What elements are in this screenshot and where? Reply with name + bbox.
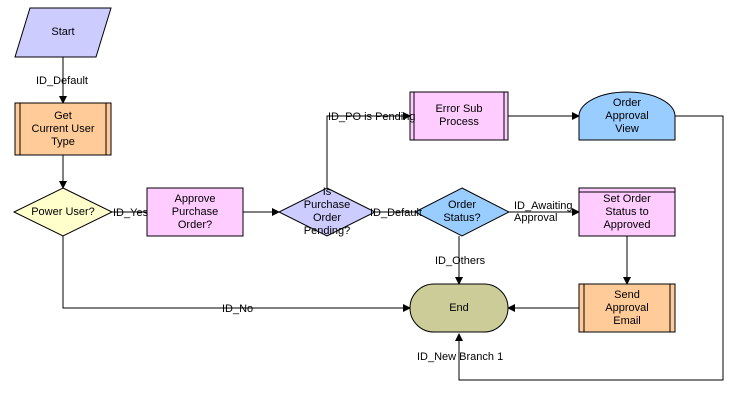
edge-pending-to-error xyxy=(326,112,411,188)
po-pending-decision[interactable] xyxy=(277,187,377,237)
order-view-node[interactable] xyxy=(578,91,676,141)
edge-label-id-others: ID_Others xyxy=(435,255,486,267)
edge-label-id-new-branch: ID_New Branch 1 xyxy=(417,351,504,363)
edge-view-to-end xyxy=(455,115,724,381)
order-status-decision[interactable] xyxy=(413,187,511,237)
start-node[interactable] xyxy=(14,7,112,58)
send-email-node[interactable] xyxy=(578,283,676,333)
edge-power-to-end xyxy=(62,236,411,312)
error-sub-label: Error Sub Process xyxy=(435,103,483,128)
edge-label-id-yes: ID_Yes xyxy=(113,207,149,219)
edge-label-id-no: ID_No xyxy=(222,303,254,315)
send-email-label: Send Approval Email xyxy=(605,288,649,327)
edge-label-id-awaiting: ID_Awaiting Approval xyxy=(514,200,573,224)
edge-label-id-po-pending: ID_PO is Pending xyxy=(328,111,416,123)
set-status-label: Set Order Status to Approved xyxy=(603,192,651,231)
set-status-node[interactable] xyxy=(578,187,676,237)
end-node[interactable] xyxy=(409,283,509,333)
get-user-type-label: Get Current User Type xyxy=(31,109,95,148)
order-status-label: Order Status? xyxy=(443,199,481,224)
get-user-type-node[interactable] xyxy=(14,102,112,156)
edge-label-id-default-2: ID_Default xyxy=(370,207,422,219)
order-view-label: Order Approval View xyxy=(605,96,649,135)
edge-label-id-default: ID_Default xyxy=(36,75,88,87)
po-pending-label: Is Purchase Order Pending? xyxy=(303,186,351,237)
start-label: Start xyxy=(51,26,75,38)
approve-po-node[interactable] xyxy=(146,187,244,237)
power-user-decision[interactable] xyxy=(12,187,114,237)
approve-po-label: Approve Purchase Order? xyxy=(171,192,219,231)
error-sub-node[interactable] xyxy=(409,91,509,141)
power-user-label: Power User? xyxy=(31,205,95,218)
end-label: End xyxy=(449,301,469,314)
